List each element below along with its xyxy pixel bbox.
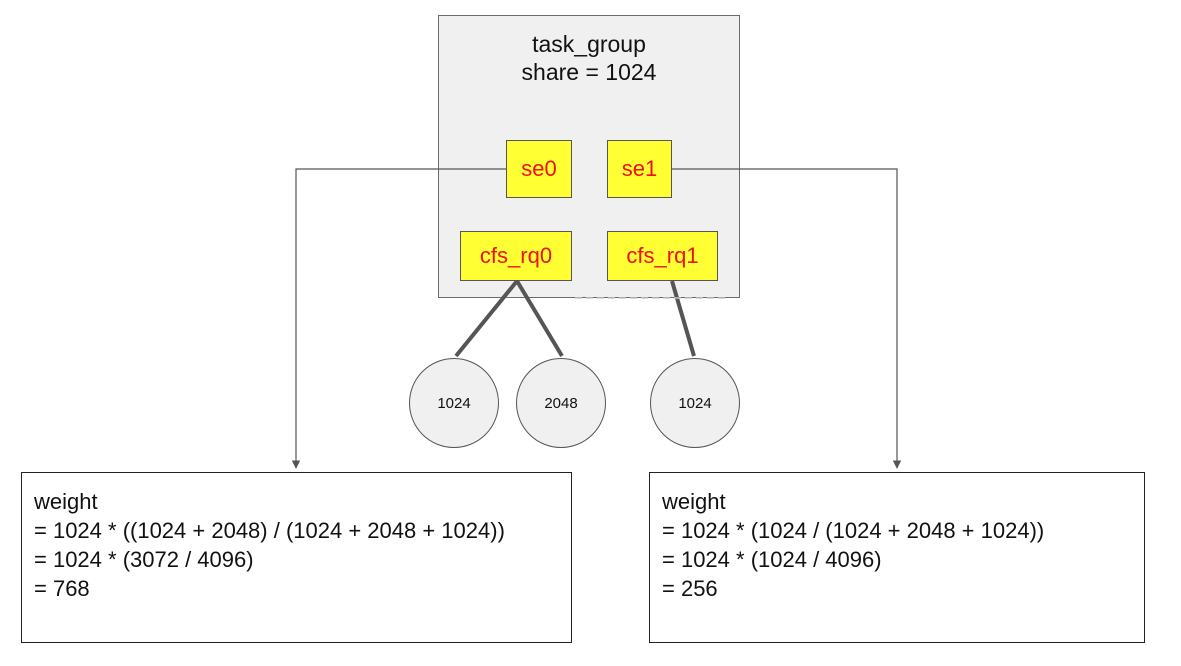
se1-node: se1 (607, 140, 672, 198)
se1-to-right-result-arrow (672, 168, 902, 469)
task-group-share: share = 1024 (521, 59, 657, 85)
cfs-rq0-node: cfs_rq0 (460, 231, 572, 281)
task-group-title: task_group share = 1024 (438, 30, 740, 86)
right-result-line: = 1024 * (1024 / 4096) (662, 547, 882, 572)
task-group-name: task_group (532, 31, 646, 57)
task-node: 2048 (516, 358, 606, 448)
task-node: 1024 (409, 358, 499, 448)
task-node: 1024 (650, 358, 740, 448)
right-result-line: = 256 (662, 576, 718, 601)
cfs-rq1-node: cfs_rq1 (607, 231, 718, 281)
cfs-rq1-to-task-1024-edge (670, 280, 696, 357)
se0-node: se0 (506, 140, 572, 198)
left-weight-result-box: weight = 1024 * ((1024 + 2048) / (1024 +… (21, 472, 572, 643)
cfs-rq0-to-task-2048-edge (515, 279, 564, 358)
cfs-rq0-to-task-1024-edge (454, 279, 519, 358)
se0-to-left-result-arrow (291, 168, 506, 469)
right-result-line: weight (662, 489, 726, 514)
left-result-line: = 768 (34, 576, 90, 601)
left-result-line: = 1024 * (3072 / 4096) (34, 547, 254, 572)
left-result-line: = 1024 * ((1024 + 2048) / (1024 + 2048 +… (34, 518, 505, 543)
right-result-line: = 1024 * (1024 / (1024 + 2048 + 1024)) (662, 518, 1045, 543)
right-weight-result-box: weight = 1024 * (1024 / (1024 + 2048 + 1… (649, 472, 1145, 643)
left-result-line: weight (34, 489, 98, 514)
